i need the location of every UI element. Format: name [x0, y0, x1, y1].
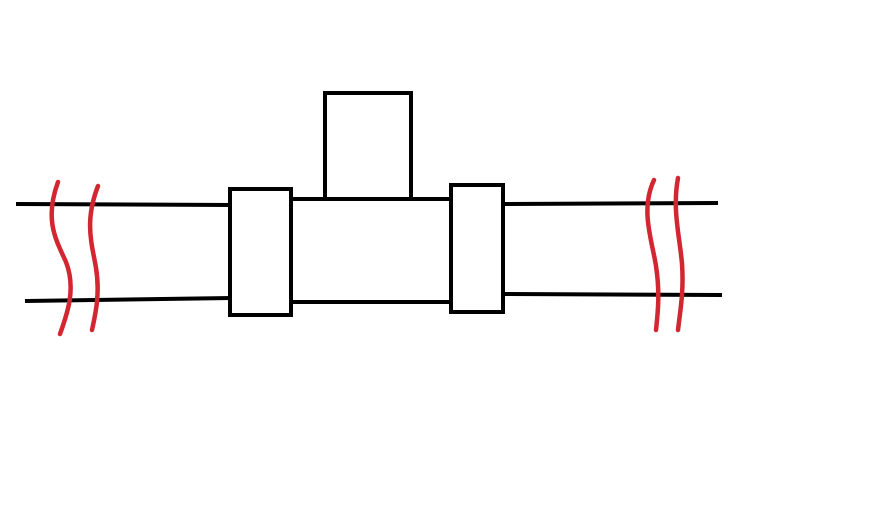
tee-branch-outlet	[323, 91, 413, 201]
right-break-mark-icon-1	[645, 177, 661, 333]
break-marks	[49, 175, 685, 337]
right-pipe-bottom-edge	[500, 291, 723, 298]
left-pipe-bottom-edge	[24, 295, 233, 304]
left-break-mark-icon-2	[87, 183, 101, 333]
left-break-mark-icon-1	[49, 179, 73, 337]
right-break-mark-icon-2	[673, 175, 685, 333]
left-pipe-top-edge	[15, 201, 233, 208]
right-coupling-collar	[449, 183, 505, 314]
right-pipe-top-edge	[500, 200, 719, 207]
left-coupling-collar	[228, 187, 293, 317]
fittings	[228, 91, 505, 317]
